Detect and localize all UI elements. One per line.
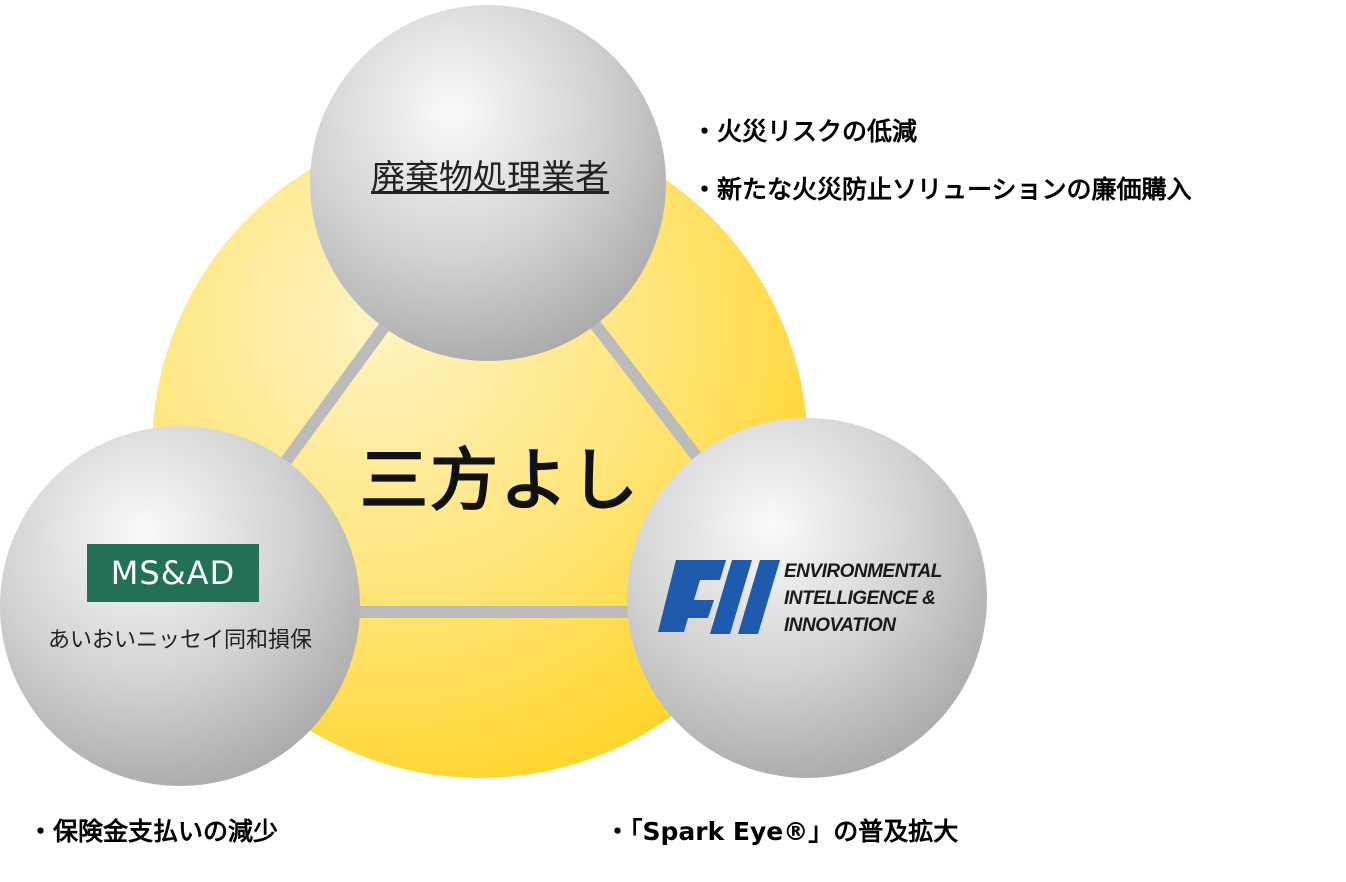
node-top-circle: [310, 5, 666, 361]
node-right-circle: [627, 418, 987, 778]
eii-logo-line: ENVIRONMENTAL: [784, 561, 942, 582]
eii-logo-line: INTELLIGENCE &: [784, 588, 936, 609]
center-title: 三方よし: [359, 442, 640, 521]
benefit-right-1: ・「Spark Eye®」の普及拡大: [605, 817, 959, 846]
eii-logo-line: INNOVATION: [784, 615, 896, 636]
node-left-circle: [0, 426, 360, 786]
benefit-left-1: ・保険金支払いの減少: [28, 817, 279, 846]
insurer-name: あいおいニッセイ同和損保: [47, 628, 312, 653]
msad-logo: MS&AD: [87, 544, 259, 602]
waste-processor-label: 廃棄物処理業者: [371, 158, 609, 198]
eii-logo-text: ENVIRONMENTAL INTELLIGENCE & INNOVATION: [784, 558, 942, 639]
benefit-top-1: ・火災リスクの低減: [692, 117, 918, 146]
eii-logo-icon: [658, 560, 780, 634]
benefit-top-2: ・新たな火災防止ソリューションの廉価購入: [692, 175, 1192, 204]
